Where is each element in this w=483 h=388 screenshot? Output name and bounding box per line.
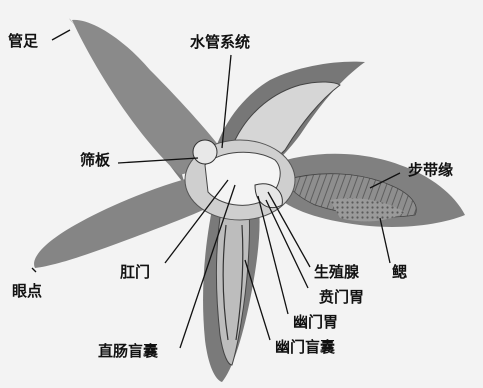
label-gills: 鳃 [392,265,407,280]
label-water-vascular-system: 水管系统 [190,35,250,50]
label-gonad: 生殖腺 [314,265,359,280]
label-tube-feet: 管足 [8,34,38,49]
label-madreporite: 筛板 [80,153,110,168]
label-pyloric-caeca: 幽门盲囊 [275,340,335,355]
label-rectal-caecum: 直肠盲囊 [98,344,158,359]
label-ambulacral-edge: 步带缘 [408,163,453,178]
label-eyespot: 眼点 [12,284,42,299]
label-pyloric-stomach: 幽门胃 [293,315,338,330]
label-cardiac-stomach: 贲门胃 [319,290,364,305]
madreporite-plate [193,140,217,164]
arm-lower-inner [216,205,249,365]
label-anus: 肛门 [120,265,150,280]
